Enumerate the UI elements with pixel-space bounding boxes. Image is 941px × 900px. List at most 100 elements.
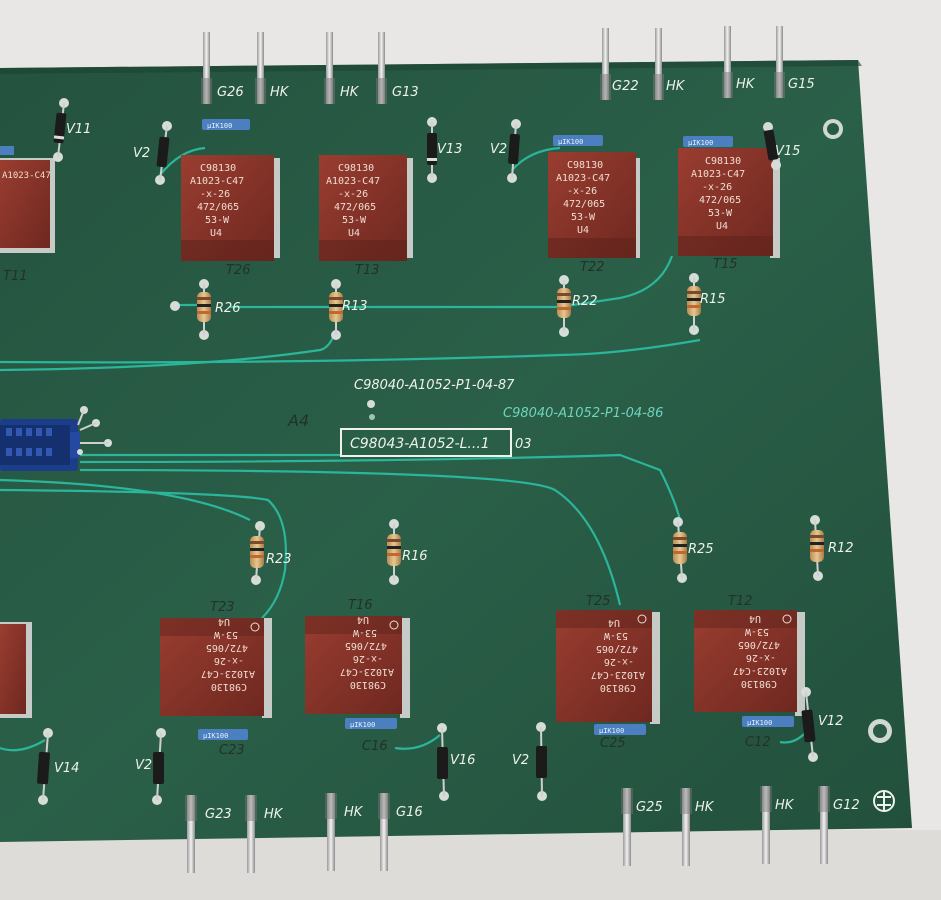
resistor-r16[interactable] bbox=[387, 519, 401, 585]
bottom-pin-label-5: G25 bbox=[636, 800, 663, 815]
pin-bottom-6[interactable] bbox=[680, 788, 692, 866]
t26-mark-5: 53-W bbox=[205, 215, 230, 226]
diode-v12[interactable] bbox=[801, 687, 818, 762]
capacitor-c12-body bbox=[742, 716, 794, 727]
diode-v15[interactable] bbox=[763, 122, 781, 170]
top-pin-label-5: G22 bbox=[612, 79, 639, 94]
t23-mark-5: 53-W bbox=[213, 629, 238, 640]
pin-top-2[interactable] bbox=[255, 32, 266, 104]
transformer-t12[interactable]: C98130 A1023-C47 -x-26 472/065 53-W U4 μ… bbox=[694, 610, 805, 727]
diode-v14[interactable] bbox=[37, 728, 53, 805]
top-pin-label-7: HK bbox=[736, 77, 756, 92]
resistor-r13[interactable] bbox=[329, 279, 343, 340]
pin-top-1[interactable] bbox=[201, 32, 212, 104]
transformer-t16[interactable]: C98130 A1023-C47 -x-26 472/065 53-W U4 μ… bbox=[305, 614, 410, 729]
label-r15: R15 bbox=[700, 292, 726, 307]
pin-bottom-1[interactable] bbox=[185, 795, 197, 873]
resistor-r22[interactable] bbox=[557, 275, 571, 337]
resistor-r12[interactable] bbox=[810, 515, 824, 581]
diodes-top bbox=[53, 98, 781, 185]
t12-mark-5: 53-W bbox=[744, 626, 769, 637]
t16-mark-4: 472/065 bbox=[345, 640, 387, 651]
pin-top-7[interactable] bbox=[722, 26, 733, 98]
capacitor-c25-body bbox=[594, 724, 646, 735]
label-v2-c: V2 bbox=[135, 758, 152, 773]
t22-mark-5: 53-W bbox=[571, 212, 596, 223]
capacitor-t15-marking: μIK100 bbox=[688, 139, 713, 147]
diode-v11[interactable] bbox=[53, 98, 69, 162]
transformer-t26[interactable]: μIK100 C98130 A1023-C47 -x-26 472/065 53… bbox=[181, 119, 280, 261]
label-t13: T13 bbox=[355, 263, 379, 278]
capacitor-left-top bbox=[0, 146, 14, 155]
pin-top-8[interactable] bbox=[774, 26, 785, 98]
mounting-hole-bottom-right bbox=[868, 719, 892, 743]
diode-v16[interactable] bbox=[437, 723, 449, 801]
pin-bottom-4[interactable] bbox=[378, 793, 390, 871]
transformer-t25[interactable]: C98130 A1023-C47 -x-26 472/065 53-W U4 μ… bbox=[556, 610, 660, 735]
pin-bottom-3[interactable] bbox=[325, 793, 337, 871]
diode-v2-a[interactable] bbox=[155, 121, 172, 185]
t13-mark-2: A1023-C47 bbox=[326, 176, 380, 187]
t26-mark-3: -x-26 bbox=[200, 189, 230, 200]
pin-top-5[interactable] bbox=[600, 28, 611, 100]
transformer-t11[interactable]: A1023-C47 bbox=[0, 158, 55, 253]
t22-mark-1: C98130 bbox=[567, 160, 603, 171]
bottom-pin-label-7: HK bbox=[775, 798, 795, 813]
transformer-t15[interactable]: μIK100 C98130 A1023-C47 -x-26 472/065 53… bbox=[678, 136, 780, 258]
diode-v2-c[interactable] bbox=[152, 728, 166, 805]
bottom-diode-labels: V14 V2 V16 V2 V12 bbox=[54, 714, 843, 776]
t12-mark-6: U4 bbox=[749, 613, 761, 624]
diode-v2-b[interactable] bbox=[507, 119, 521, 183]
label-r12: R12 bbox=[828, 541, 854, 556]
transformer-left-partial[interactable] bbox=[0, 622, 32, 718]
t25-mark-4: 472/065 bbox=[596, 643, 638, 654]
t25-mark-2: A1023-C47 bbox=[591, 669, 645, 680]
resistor-r25[interactable] bbox=[673, 517, 687, 583]
capacitor-c23-marking: μIK100 bbox=[203, 732, 228, 740]
label-v15: V15 bbox=[775, 144, 800, 159]
capacitor-t15-top bbox=[683, 136, 733, 147]
t22-mark-4: 472/065 bbox=[563, 199, 605, 210]
pin-top-4[interactable] bbox=[376, 32, 387, 104]
resistors-top bbox=[170, 273, 701, 340]
label-t11: T11 bbox=[3, 269, 27, 284]
label-c16: C16 bbox=[362, 739, 388, 754]
bottom-pin-label-4: G16 bbox=[396, 805, 423, 820]
resistors-bottom bbox=[250, 515, 824, 585]
t26-mark-4: 472/065 bbox=[197, 202, 239, 213]
transformer-t13[interactable]: C98130 A1023-C47 -x-26 472/065 53-W U4 bbox=[319, 155, 413, 261]
resistor-r26[interactable] bbox=[170, 279, 211, 340]
pin-bottom-8[interactable] bbox=[818, 786, 830, 864]
pin-bottom-5[interactable] bbox=[621, 788, 633, 866]
t25-mark-1: C98130 bbox=[600, 682, 636, 693]
resistor-r23[interactable] bbox=[250, 521, 265, 585]
pin-bottom-2[interactable] bbox=[245, 795, 257, 873]
resistor-r15[interactable] bbox=[687, 273, 701, 335]
transformer-t23[interactable]: C98130 A1023-C47 -x-26 472/065 53-W U4 μ… bbox=[160, 616, 272, 740]
ribbon-connector[interactable] bbox=[0, 406, 112, 471]
t15-mark-2: A1023-C47 bbox=[691, 169, 745, 180]
t16-mark-1: C98130 bbox=[350, 679, 386, 690]
t16-mark-5: 53-W bbox=[352, 627, 377, 638]
t16-mark-2: A1023-C47 bbox=[340, 666, 394, 677]
diode-v2-d[interactable] bbox=[536, 722, 547, 801]
assembly-mark: A4 bbox=[287, 411, 309, 430]
pin-top-6[interactable] bbox=[653, 28, 664, 100]
pin-bottom-7[interactable] bbox=[760, 786, 772, 864]
bottom-pin-label-2: HK bbox=[264, 807, 284, 822]
diode-v13[interactable] bbox=[427, 117, 437, 183]
t12-mark-3: -x-26 bbox=[746, 652, 776, 663]
t25-mark-3: -x-26 bbox=[604, 656, 634, 667]
pin-top-3[interactable] bbox=[324, 32, 335, 104]
top-pin-label-3: HK bbox=[340, 85, 360, 100]
top-pin-label-1: G26 bbox=[217, 85, 244, 100]
t13-mark-6: U4 bbox=[348, 228, 360, 239]
diodes-bottom bbox=[37, 687, 818, 805]
part-number-cyan: C98040-A1052-P1-04-86 bbox=[503, 406, 663, 421]
transformer-t22[interactable]: μIK100 C98130 A1023-C47 -x-26 472/065 53… bbox=[548, 135, 640, 258]
label-r26: R26 bbox=[215, 301, 241, 316]
bottom-capacitor-labels: C23 C16 C25 C12 bbox=[219, 735, 771, 758]
test-point bbox=[367, 400, 375, 420]
t25-mark-5: 53-W bbox=[603, 630, 628, 641]
factory-logo-icon bbox=[873, 790, 895, 812]
